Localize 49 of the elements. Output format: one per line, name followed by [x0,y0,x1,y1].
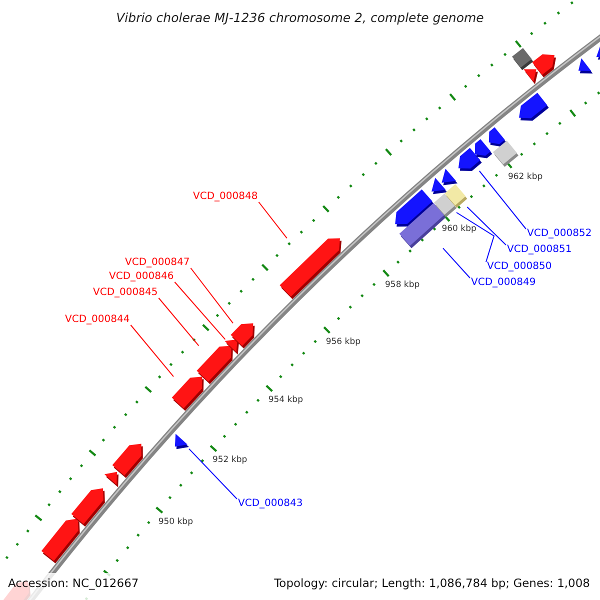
gene-feature [112,444,143,478]
leader-line [130,324,174,378]
leader-line [442,248,470,278]
diagram-title: Vibrio cholerae MJ-1236 chromosome 2, complete genome [115,10,485,26]
gene-box [444,184,468,208]
scale-label: 958 kbp [385,280,420,290]
leader-line [456,212,495,262]
leader-line [158,298,200,346]
gene-feature [280,238,342,300]
gene-label: VCD_000843 [238,498,303,510]
gene-label: VCD_000849 [471,277,536,289]
scale-label: 952 kbp [212,455,248,466]
gene-feature [578,58,593,74]
scale-label: 960 kbp [442,224,476,234]
scale-label: 954 kbp [268,395,303,406]
accession-text: Accession: NC_012667 [8,576,139,590]
gene-feature [41,518,80,564]
gene-label: VCD_000845 [93,287,158,299]
gene-label: VCD_000851 [507,244,572,256]
leader-line [478,170,526,230]
gene-label: VCD_000850 [487,261,552,273]
gene-label: VCD_000852 [527,228,592,240]
leader-line [466,206,506,246]
scale-label: 950 kbp [158,517,193,528]
scale-label: 962 kbp [508,172,543,182]
gene-feature [488,127,506,147]
gene-box [512,48,534,70]
gene-label: VCD_000846 [109,271,174,283]
gene-label: VCD_000848 [193,191,258,203]
gene-feature [442,168,458,186]
gene-feature [174,434,189,450]
gene-label: VCD_000847 [125,257,190,269]
topology-text: Topology: circular; Length: 1,086,784 bp; Genes: 1,008 [274,576,590,590]
gene-feature [196,346,233,384]
gene-feature [524,69,538,84]
leader-line [174,282,226,340]
gene-feature [172,376,204,411]
gene-label: VCD_000844 [65,314,130,326]
gene-feature [71,488,105,527]
gene-feature [474,139,492,158]
gene-feature [104,472,118,488]
gene-feature [532,54,556,78]
gene-feature [230,323,255,348]
leader-line [258,202,288,239]
leader-line [188,448,238,500]
leader-line [190,268,234,324]
gene-feature [519,92,549,121]
gene-box [492,140,518,167]
scale-label: 956 kbp [326,337,360,348]
